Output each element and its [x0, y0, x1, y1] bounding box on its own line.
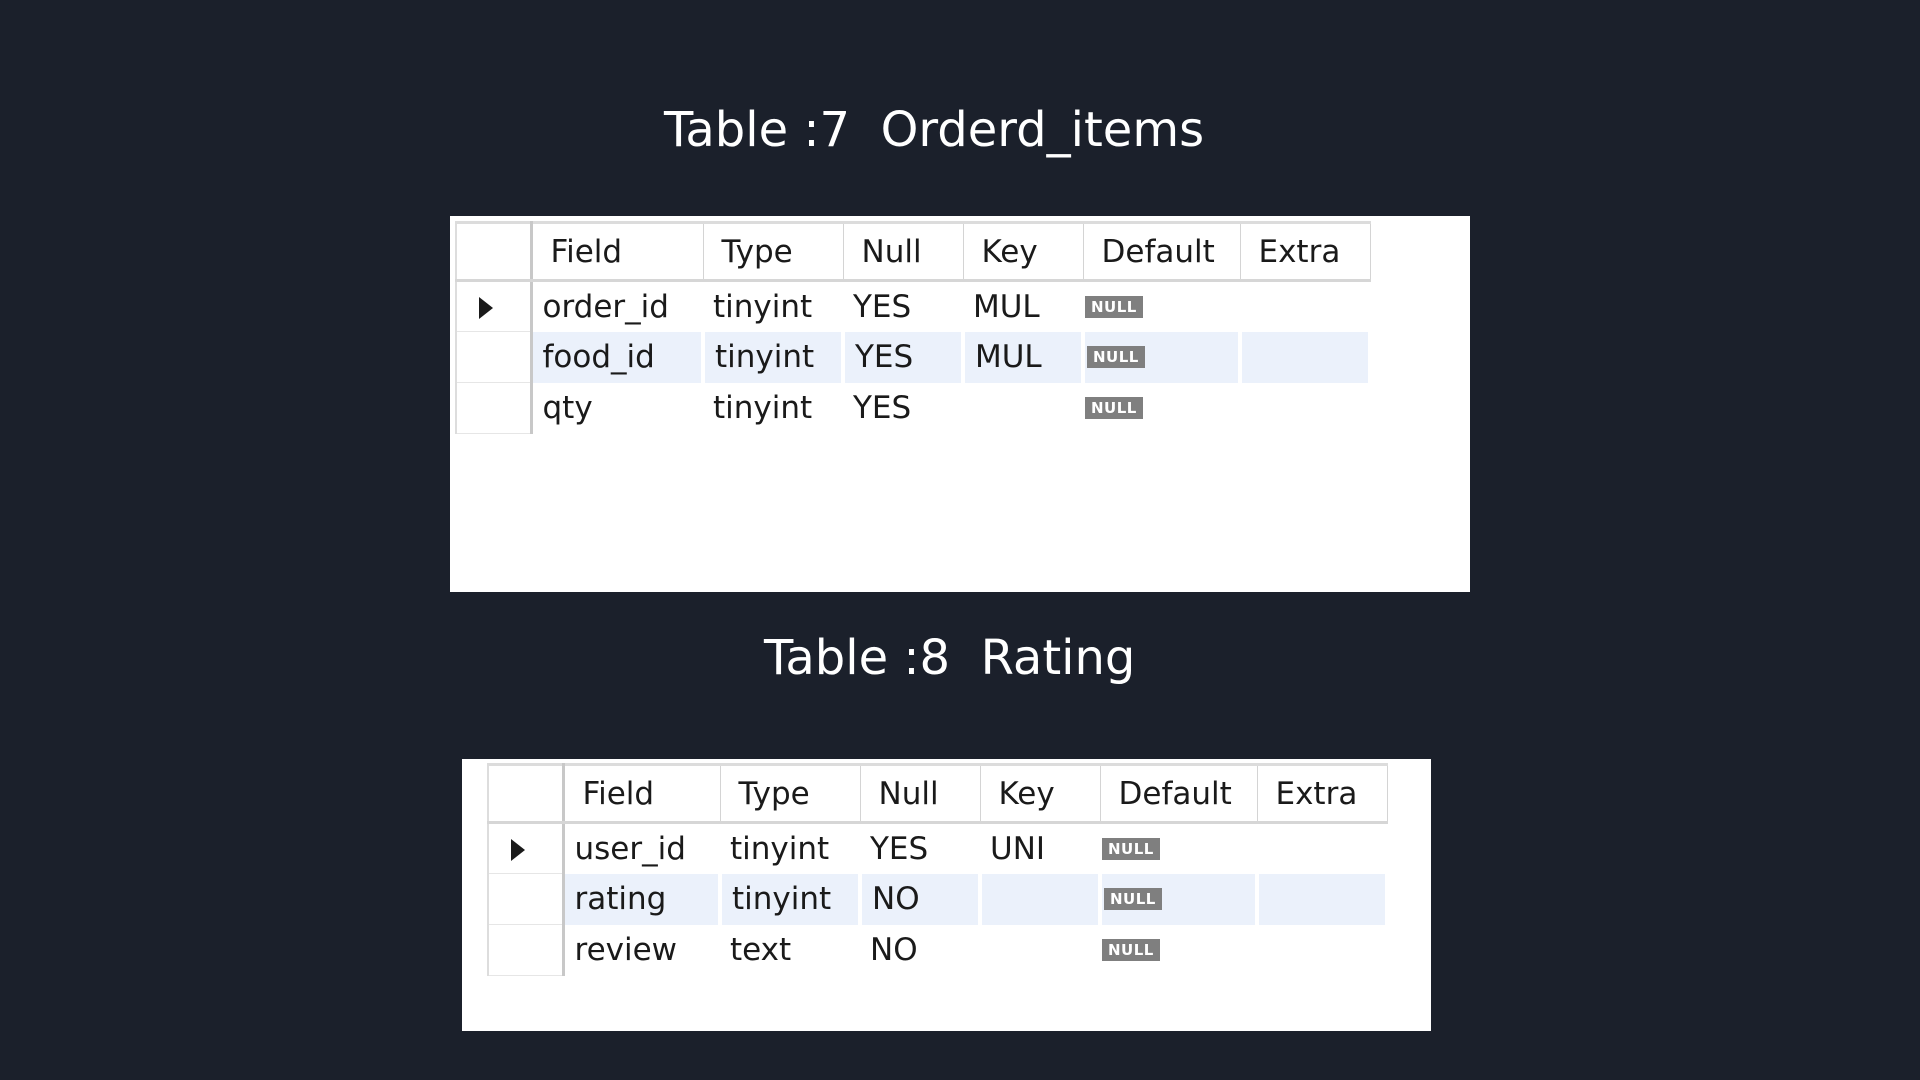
extra-cell[interactable] [1257, 925, 1387, 976]
table-row[interactable]: rating tinyint NO NULL [487, 873, 1389, 925]
row-header[interactable] [455, 331, 533, 383]
result-grid-table: Field Type Null Key Default Extra user_i… [487, 763, 1389, 976]
null-badge: NULL [1104, 887, 1162, 910]
grid-corner[interactable] [487, 763, 565, 824]
column-header-field[interactable]: Field [531, 221, 704, 282]
table-row[interactable]: qty tinyint YES NULL [455, 382, 1370, 434]
column-header-key[interactable]: Key [980, 763, 1101, 824]
null-badge: NULL [1102, 838, 1160, 860]
default-cell[interactable]: NULL [1100, 823, 1257, 874]
field-cell[interactable]: user_id [574, 830, 686, 867]
table-row[interactable]: order_id tinyint YES MUL NULL [455, 280, 1370, 332]
extra-cell[interactable] [1240, 383, 1370, 434]
null-badge: NULL [1085, 296, 1143, 318]
key-cell[interactable]: UNI [990, 830, 1046, 867]
row-header[interactable] [455, 382, 533, 434]
field-cell[interactable]: food_id [531, 331, 705, 383]
grid-corner[interactable] [455, 221, 533, 282]
result-grid-table: Field Type Null Key Default Extra order_… [455, 221, 1372, 434]
key-cell[interactable] [980, 873, 1102, 925]
column-header-field[interactable]: Field [563, 763, 721, 824]
column-header-extra[interactable]: Extra [1257, 763, 1388, 824]
default-cell[interactable]: NULL [1100, 925, 1257, 976]
row-header[interactable] [487, 924, 565, 976]
field-cell[interactable]: order_id [542, 288, 669, 325]
null-badge: NULL [1085, 396, 1143, 419]
key-cell[interactable]: MUL [973, 288, 1040, 325]
null-cell[interactable]: NO [870, 932, 918, 968]
extra-cell[interactable] [1257, 873, 1389, 925]
default-cell[interactable]: NULL [1083, 331, 1242, 383]
extra-cell[interactable] [1257, 823, 1387, 874]
type-cell[interactable]: tinyint [703, 331, 845, 383]
key-cell[interactable] [980, 925, 1100, 976]
type-cell[interactable]: tinyint [713, 390, 813, 426]
field-cell[interactable]: rating [563, 873, 722, 925]
table8-title: Table :8 Rating [764, 630, 1136, 686]
extra-cell[interactable] [1240, 281, 1370, 332]
column-header-type[interactable]: Type [720, 763, 861, 824]
column-header-key[interactable]: Key [963, 221, 1084, 282]
table-row[interactable]: food_id tinyint YES MUL NULL [455, 331, 1372, 383]
column-header-null[interactable]: Null [860, 763, 981, 824]
row-header[interactable] [455, 280, 533, 332]
column-header-null[interactable]: Null [843, 221, 964, 282]
column-header-row: Field Type Null Key Default Extra [487, 763, 1388, 824]
triangle-right-icon [511, 839, 525, 861]
type-cell[interactable]: tinyint [720, 873, 862, 925]
triangle-right-icon [479, 297, 493, 319]
null-cell[interactable]: YES [853, 390, 912, 426]
table-row[interactable]: review text NO NULL [487, 924, 1387, 976]
default-cell[interactable]: NULL [1100, 873, 1259, 925]
type-cell[interactable]: tinyint [730, 830, 830, 867]
default-cell[interactable]: NULL [1083, 383, 1240, 434]
column-header-default[interactable]: Default [1083, 221, 1241, 282]
type-cell[interactable]: tinyint [713, 288, 813, 325]
row-header[interactable] [487, 873, 565, 925]
key-cell[interactable]: MUL [963, 331, 1085, 383]
column-header-default[interactable]: Default [1100, 763, 1258, 824]
row-header[interactable] [487, 822, 565, 874]
null-cell[interactable]: YES [843, 331, 965, 383]
default-cell[interactable]: NULL [1083, 281, 1240, 332]
extra-cell[interactable] [1240, 331, 1372, 383]
field-cell[interactable]: review [574, 932, 678, 968]
column-header-row: Field Type Null Key Default Extra [455, 221, 1371, 282]
table7-title: Table :7 Orderd_items [664, 102, 1205, 158]
rating-result-grid: Field Type Null Key Default Extra user_i… [462, 759, 1431, 1031]
column-header-extra[interactable]: Extra [1240, 221, 1371, 282]
field-cell[interactable]: qty [542, 390, 593, 426]
null-cell[interactable]: YES [870, 830, 929, 867]
key-cell[interactable] [963, 383, 1083, 434]
null-cell[interactable]: YES [853, 288, 912, 325]
type-cell[interactable]: text [730, 932, 792, 968]
table-row[interactable]: user_id tinyint YES UNI NULL [487, 822, 1387, 874]
column-header-type[interactable]: Type [703, 221, 844, 282]
null-cell[interactable]: NO [860, 873, 982, 925]
null-badge: NULL [1087, 345, 1145, 368]
null-badge: NULL [1102, 938, 1160, 961]
orderd-items-result-grid: Field Type Null Key Default Extra order_… [450, 216, 1470, 592]
